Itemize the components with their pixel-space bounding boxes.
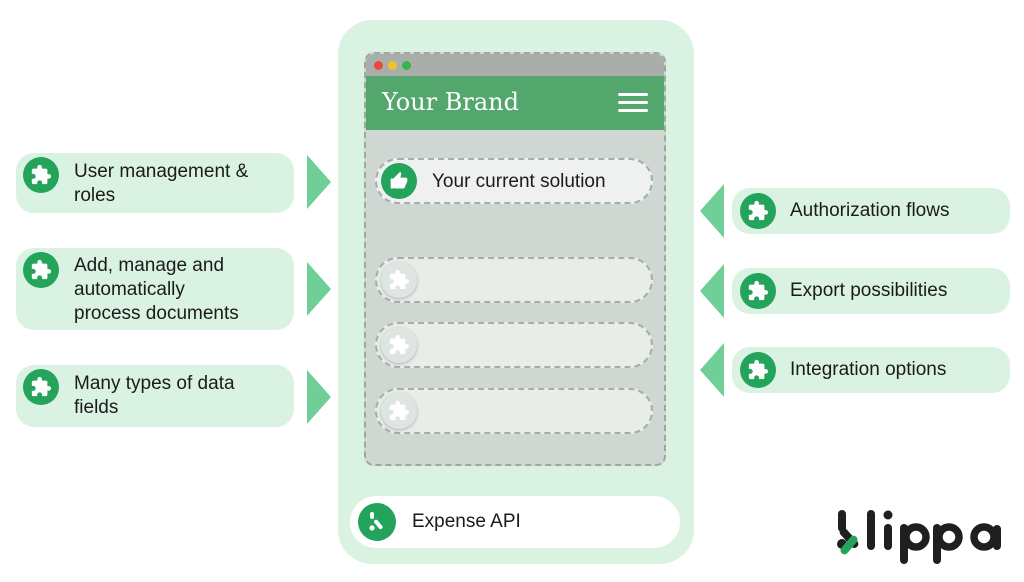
feature-label-line: User management & bbox=[74, 161, 249, 182]
puzzle-icon bbox=[381, 393, 417, 429]
feature-document-processing: Add, manage and automatically process do… bbox=[16, 248, 294, 330]
thumbs-up-icon bbox=[381, 163, 417, 199]
puzzle-icon bbox=[740, 273, 776, 309]
arrow-right-icon bbox=[307, 155, 331, 209]
arrow-left-icon bbox=[700, 184, 724, 238]
feature-user-management: User management & roles bbox=[16, 153, 294, 213]
expense-api-bar: Expense API bbox=[350, 496, 680, 548]
arrow-right-icon bbox=[307, 370, 331, 424]
window-maximize-dot bbox=[402, 61, 411, 70]
empty-module-slot bbox=[375, 322, 653, 368]
puzzle-icon bbox=[23, 157, 59, 193]
feature-export-possibilities: Export possibilities bbox=[732, 268, 1010, 314]
feature-integration-options: Integration options bbox=[732, 347, 1010, 393]
feature-label: Authorization flows bbox=[790, 200, 950, 221]
hamburger-menu-icon[interactable] bbox=[618, 93, 648, 113]
arrow-left-icon bbox=[700, 264, 724, 318]
puzzle-icon bbox=[23, 252, 59, 288]
feature-label-line: roles bbox=[74, 185, 116, 206]
arrow-right-icon bbox=[307, 262, 331, 316]
arrow-left-icon bbox=[700, 343, 724, 397]
feature-label-line: Many types of data bbox=[74, 373, 235, 394]
puzzle-icon bbox=[740, 193, 776, 229]
current-solution-slot: Your current solution bbox=[375, 158, 653, 204]
feature-label-line: automatically bbox=[74, 279, 185, 300]
feature-authorization-flows: Authorization flows bbox=[732, 188, 1010, 234]
puzzle-icon bbox=[740, 352, 776, 388]
expense-api-label: Expense API bbox=[412, 511, 521, 532]
app-window: Your Brand Your current solution bbox=[364, 52, 666, 466]
feature-label-line: Add, manage and bbox=[74, 255, 225, 276]
app-header: Your Brand bbox=[366, 76, 664, 130]
puzzle-icon bbox=[23, 369, 59, 405]
empty-module-slot bbox=[375, 388, 653, 434]
klippa-logo bbox=[837, 510, 1001, 564]
window-title-bar bbox=[366, 54, 664, 76]
feature-data-fields: Many types of data fields bbox=[16, 365, 294, 427]
feature-label-line: fields bbox=[74, 397, 119, 418]
feature-label-line: process documents bbox=[74, 303, 239, 324]
brand-title: Your Brand bbox=[382, 88, 520, 116]
klippa-k-icon bbox=[358, 503, 396, 541]
empty-module-slot bbox=[375, 257, 653, 303]
current-solution-label: Your current solution bbox=[432, 171, 606, 192]
window-close-dot bbox=[374, 61, 383, 70]
feature-label: Integration options bbox=[790, 359, 947, 380]
feature-label: Export possibilities bbox=[790, 280, 948, 301]
puzzle-icon bbox=[381, 262, 417, 298]
window-minimize-dot bbox=[388, 61, 397, 70]
puzzle-icon bbox=[381, 327, 417, 363]
